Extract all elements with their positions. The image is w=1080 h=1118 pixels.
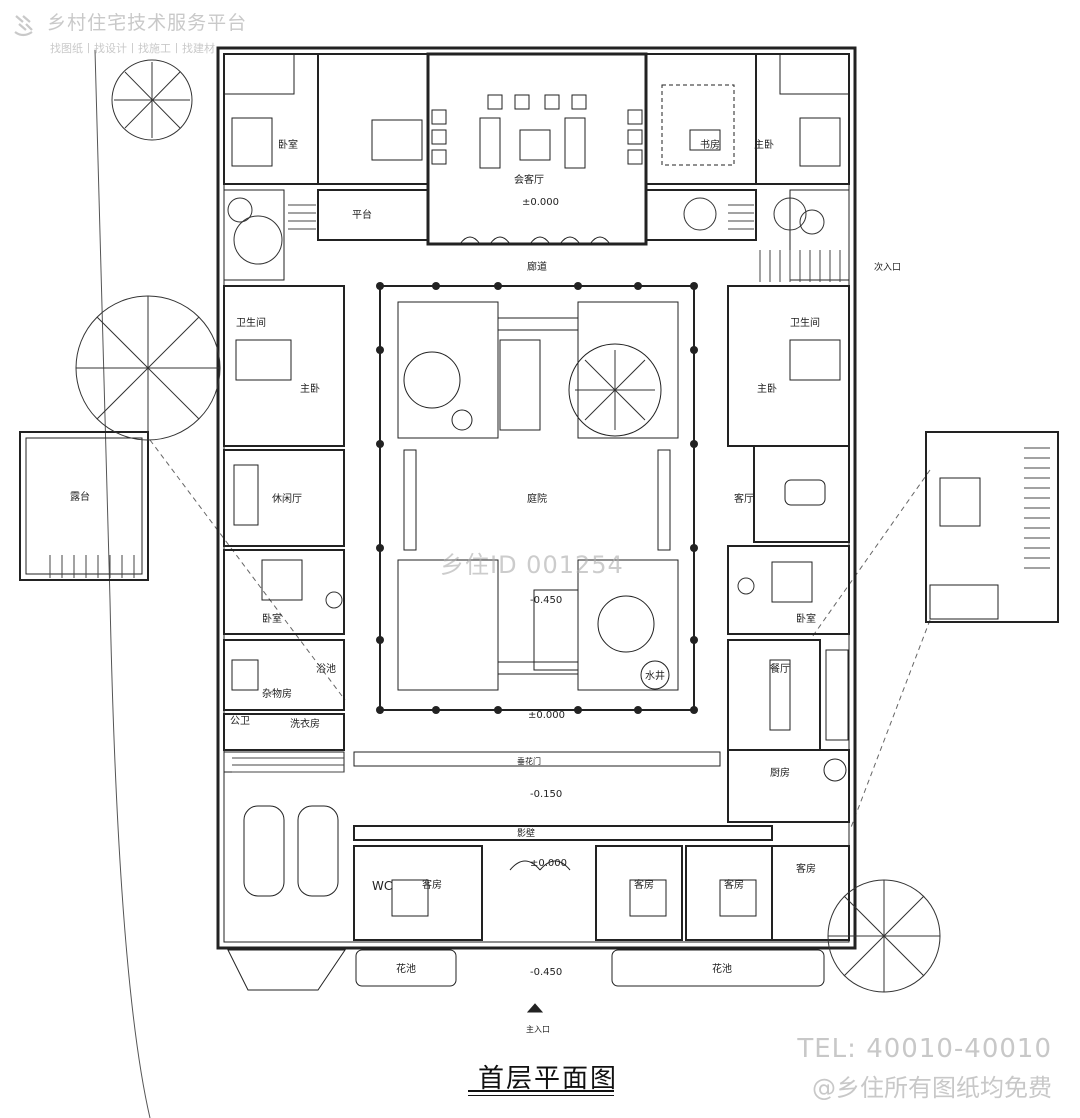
label-flower-e: 花池 bbox=[712, 962, 732, 975]
label-living-e: 客厅 bbox=[734, 492, 754, 505]
terrace-east bbox=[925, 431, 1059, 623]
terrace-west bbox=[19, 431, 149, 581]
tel-watermark: TEL: 40010-40010 bbox=[797, 1034, 1052, 1064]
elev-hall: ±0.000 bbox=[522, 197, 559, 208]
label-laundry: 洗衣房 bbox=[290, 717, 320, 730]
label-corridor: 廊道 bbox=[527, 260, 547, 273]
free-watermark: @乡住所有图纸均免费 bbox=[812, 1074, 1052, 1102]
platform-watermark: 乡村住宅技术服务平台 找图纸丨找设计丨找施工丨找建材 bbox=[10, 8, 247, 56]
north-block bbox=[223, 52, 850, 282]
label-guest3: 客房 bbox=[724, 878, 744, 891]
label-screen-wall: 影壁 bbox=[517, 827, 535, 839]
label-master-e: 主卧 bbox=[757, 382, 777, 395]
label-bedroom-nw: 卧室 bbox=[278, 138, 298, 151]
label-kitchen: 厨房 bbox=[770, 766, 790, 779]
label-guest4: 客房 bbox=[796, 862, 816, 875]
label-sundry: 杂物房 bbox=[262, 687, 292, 700]
elev-court: -0.450 bbox=[530, 595, 562, 606]
label-bedroom-e: 卧室 bbox=[796, 612, 816, 625]
title-underline bbox=[468, 1090, 614, 1092]
label-platform: 平台 bbox=[352, 208, 372, 221]
plan-title: 首层平面图 bbox=[478, 1064, 619, 1094]
platform-slogan: 找图纸丨找设计丨找施工丨找建材 bbox=[50, 41, 215, 55]
terrace-east-table bbox=[939, 477, 981, 527]
label-bath-w: 卫生间 bbox=[236, 316, 266, 329]
platform-brand: 乡村住宅技术服务平台 bbox=[47, 12, 248, 34]
label-courtyard: 庭院 bbox=[527, 492, 547, 505]
label-study: 书房 bbox=[700, 138, 720, 151]
label-public-wc: 公卫 bbox=[230, 716, 250, 727]
title-underline-thin bbox=[468, 1095, 614, 1096]
terrace-west-inner bbox=[25, 437, 143, 575]
elev-outside: -0.450 bbox=[530, 967, 562, 978]
label-master-ne: 主卧 bbox=[754, 138, 774, 151]
label-wc: WC bbox=[372, 879, 392, 893]
label-secondary-entry: 次入口 bbox=[874, 261, 901, 273]
label-guest1: 客房 bbox=[422, 878, 442, 891]
terrace-dashed-line bbox=[149, 439, 346, 701]
outer-wall bbox=[216, 46, 857, 950]
elev-entry-hall: ±0.000 bbox=[530, 858, 567, 869]
label-leisure-hall: 休闲厅 bbox=[272, 492, 302, 505]
label-meeting-hall: 会客厅 bbox=[514, 173, 544, 186]
site-boundary-line bbox=[94, 49, 151, 1118]
label-flower-w: 花池 bbox=[396, 962, 416, 975]
terrace-east-bench bbox=[929, 584, 999, 620]
terrace-dashed-line-e2 bbox=[849, 619, 931, 831]
label-well: 水井 bbox=[645, 669, 665, 682]
label-dining: 餐厅 bbox=[770, 662, 790, 675]
site-trees bbox=[75, 59, 941, 993]
label-bath-tub: 浴池 bbox=[316, 662, 336, 675]
terrace-east-stairs bbox=[1024, 447, 1050, 569]
label-bath-e: 卫生间 bbox=[790, 316, 820, 329]
label-master-w: 主卧 bbox=[300, 382, 320, 395]
label-bedroom-w: 卧室 bbox=[262, 612, 282, 625]
label-guest2: 客房 bbox=[634, 878, 654, 891]
id-watermark: 乡住ID 001254 bbox=[440, 551, 624, 579]
east-wing bbox=[727, 285, 850, 823]
label-terrace: 露台 bbox=[70, 490, 90, 503]
terrace-dashed-line-e bbox=[809, 469, 931, 641]
platform-logo-icon bbox=[14, 14, 33, 36]
courtyard bbox=[376, 282, 698, 714]
label-main-entry: 主入口 bbox=[526, 1024, 550, 1034]
west-wing bbox=[223, 285, 345, 751]
elev-front-yard: -0.150 bbox=[530, 789, 562, 800]
terrace-west-stairs bbox=[49, 555, 135, 578]
label-chuihua-gate: 垂花门 bbox=[517, 756, 541, 766]
south-block bbox=[223, 751, 850, 1013]
elev-gate: ±0.000 bbox=[528, 710, 565, 721]
